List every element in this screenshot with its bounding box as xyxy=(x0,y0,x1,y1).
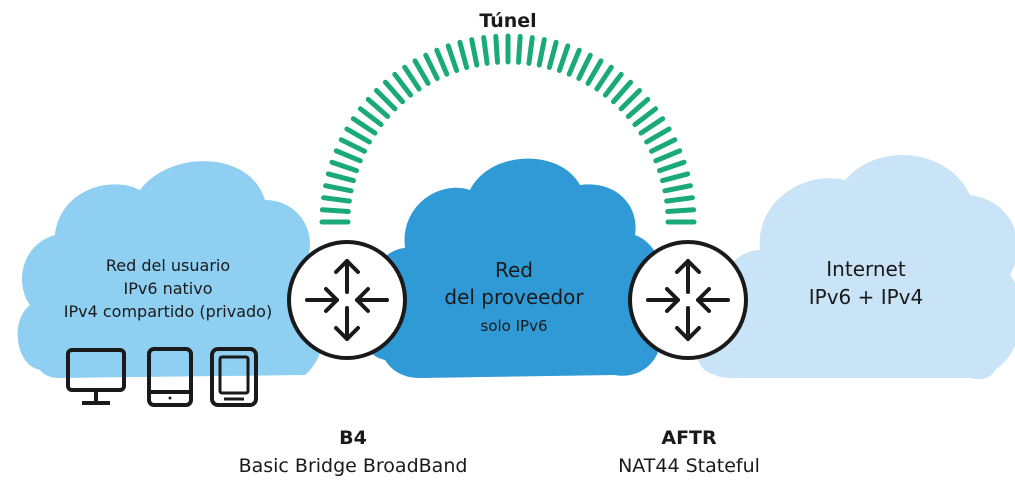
tunnel-dash xyxy=(333,148,363,164)
provider-network-label-2: del proveedor xyxy=(444,285,584,309)
internet-cloud xyxy=(696,154,1015,379)
tunnel-dash xyxy=(516,33,523,65)
tunnel-dash xyxy=(445,43,460,73)
user-ipv6-label: IPv6 nativo xyxy=(123,279,212,298)
tunnel-dash xyxy=(365,96,391,119)
tunnel-dash xyxy=(602,71,624,98)
tunnel-dash xyxy=(660,171,691,184)
tunnel-dash xyxy=(350,116,378,136)
tunnel-dash xyxy=(662,183,693,194)
internet-label: Internet xyxy=(826,257,906,281)
tunnel-dash xyxy=(526,35,535,66)
tunnel-dash xyxy=(402,64,422,92)
tunnel-dash xyxy=(374,88,398,112)
tunnel-dash xyxy=(325,171,356,184)
aftr-router-icon xyxy=(628,240,748,360)
tunnel-dash xyxy=(653,148,683,164)
tunnel-dash xyxy=(457,39,470,70)
user-cloud xyxy=(17,161,326,378)
tunnel-dash xyxy=(481,35,490,66)
tunnel-dash xyxy=(566,47,582,77)
tunnel-dash xyxy=(423,52,440,81)
tunnel-dash xyxy=(392,71,414,98)
aftr-description-label: NAT44 Stateful xyxy=(618,455,760,477)
tunnel-dash xyxy=(412,58,431,86)
tunnel-dash xyxy=(321,195,352,204)
tunnel-dash xyxy=(329,159,359,174)
tunnel-dash xyxy=(357,106,384,128)
tunnel-dash xyxy=(611,79,634,105)
tunnel-dash xyxy=(546,39,559,70)
tunnel-dash xyxy=(632,106,659,128)
tunnel-label: Túnel xyxy=(479,10,536,32)
provider-cloud xyxy=(362,158,667,378)
aftr-name-label: AFTR xyxy=(661,427,717,449)
provider-network-label: Red xyxy=(495,258,533,282)
internet-protocols-label: IPv6 + IPv4 xyxy=(809,285,924,309)
provider-ipv6-only-label: solo IPv6 xyxy=(481,317,548,335)
tunnel-dash xyxy=(625,96,651,119)
tunnel-dash xyxy=(657,159,687,174)
tunnel-dash xyxy=(382,79,405,105)
tunnel-dash xyxy=(664,195,695,204)
b4-router-icon xyxy=(287,240,407,360)
tunnel-dash xyxy=(536,37,547,68)
tunnel-dash xyxy=(585,58,604,86)
tunnel-dash xyxy=(338,137,367,154)
tunnel-dash xyxy=(344,126,372,145)
tunnel-dash xyxy=(469,37,480,68)
tunnel-dash xyxy=(434,47,450,77)
tunnel-dash xyxy=(638,116,666,136)
tunnel-arc xyxy=(319,33,697,225)
tunnel-dash xyxy=(319,207,351,214)
tunnel-dash xyxy=(556,43,571,73)
tunnel-dash xyxy=(618,88,642,112)
monitor-icon xyxy=(66,348,126,405)
user-ipv4-label: IPv4 compartido (privado) xyxy=(64,302,272,321)
tunnel-dash xyxy=(576,52,593,81)
b4-description-label: Basic Bridge BroadBand xyxy=(239,455,468,477)
ereader-icon xyxy=(210,347,258,407)
tunnel-dash xyxy=(594,64,614,92)
tunnel-dash xyxy=(665,207,697,214)
tunnel-dash xyxy=(323,183,354,194)
tablet-icon xyxy=(147,347,193,407)
user-network-label: Red del usuario xyxy=(106,256,230,275)
tunnel-dash xyxy=(644,126,672,145)
b4-name-label: B4 xyxy=(339,427,367,449)
tunnel-dash xyxy=(493,33,500,65)
tunnel-dash xyxy=(649,137,678,154)
